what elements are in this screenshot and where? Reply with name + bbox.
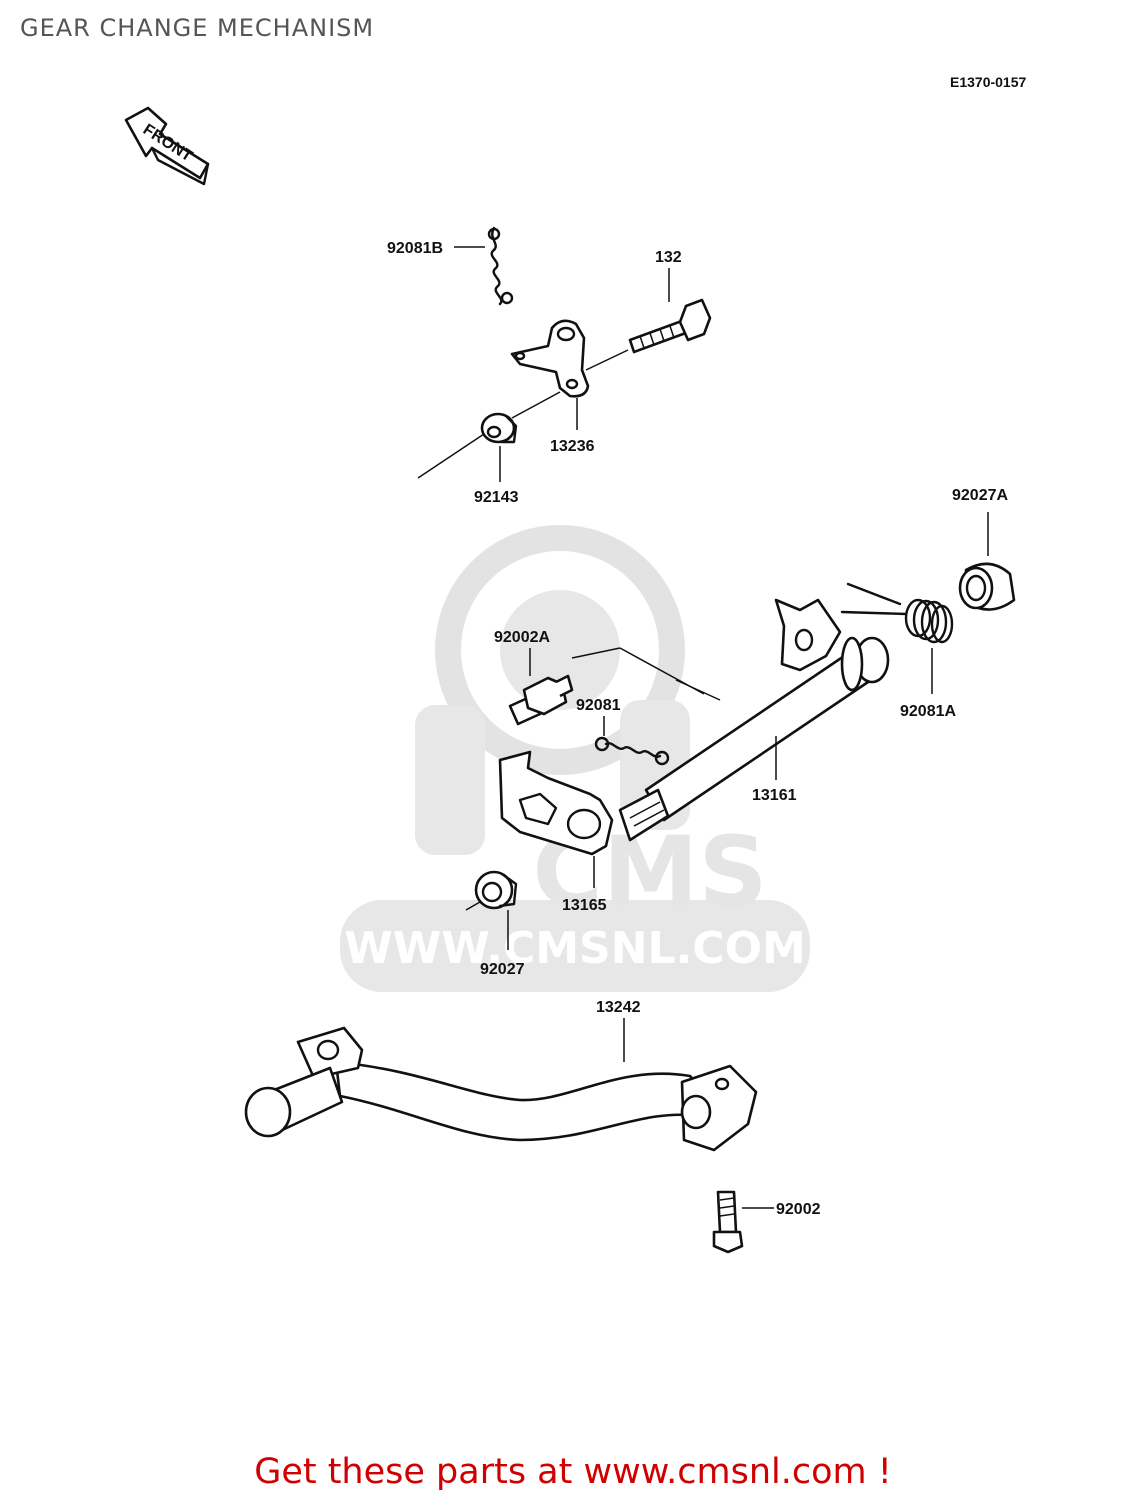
watermark-url-text: WWW.CMSNL.COM bbox=[344, 923, 806, 974]
axis-line-92027 bbox=[465, 901, 481, 911]
axis-line-13161b bbox=[571, 647, 621, 659]
axis-line-13161c bbox=[619, 647, 705, 695]
spring-92081B-icon bbox=[487, 226, 514, 306]
bushing-92027A-icon bbox=[958, 562, 1016, 611]
shift-shaft-13161-icon bbox=[618, 598, 890, 842]
collar-92143-icon bbox=[480, 412, 518, 444]
axis-line-92143 bbox=[417, 433, 485, 479]
callout-13236: 13236 bbox=[550, 438, 595, 455]
torsion-spring-92081A-icon bbox=[840, 582, 954, 644]
callout-92081A: 92081A bbox=[900, 703, 956, 720]
callout-92002: 92002 bbox=[776, 1201, 821, 1218]
bracket-13236-icon bbox=[510, 319, 590, 398]
shift-plate-13165-icon bbox=[498, 750, 614, 856]
callout-92027A: 92027A bbox=[952, 487, 1008, 504]
axis-line-92143b bbox=[511, 391, 561, 419]
bolt-92002A-icon bbox=[508, 674, 574, 726]
callout-92027: 92027 bbox=[480, 961, 525, 978]
page-title: GEAR CHANGE MECHANISM bbox=[20, 14, 375, 42]
callout-13161: 13161 bbox=[752, 787, 797, 804]
callout-13242: 13242 bbox=[596, 999, 641, 1016]
spring-92081-icon bbox=[594, 736, 670, 766]
callout-132: 132 bbox=[655, 249, 682, 266]
callout-13165: 13165 bbox=[562, 897, 607, 914]
bolt-92002-icon bbox=[712, 1190, 744, 1254]
callout-92081B: 92081B bbox=[387, 240, 443, 257]
callout-92002A: 92002A bbox=[494, 629, 550, 646]
front-arrow-icon: FRONT bbox=[124, 106, 210, 186]
diagram-code: E1370-0157 bbox=[950, 74, 1027, 90]
bolt-132-icon bbox=[628, 298, 712, 354]
bushing-92027-icon bbox=[474, 870, 518, 910]
callout-92143: 92143 bbox=[474, 489, 519, 506]
callout-92081: 92081 bbox=[576, 697, 621, 714]
shift-pedal-13242-icon bbox=[244, 1026, 758, 1152]
footer-link[interactable]: Get these parts at www.cmsnl.com ! bbox=[254, 1452, 892, 1492]
axis-line-13236 bbox=[585, 349, 629, 371]
watermark-url-banner bbox=[340, 900, 810, 992]
